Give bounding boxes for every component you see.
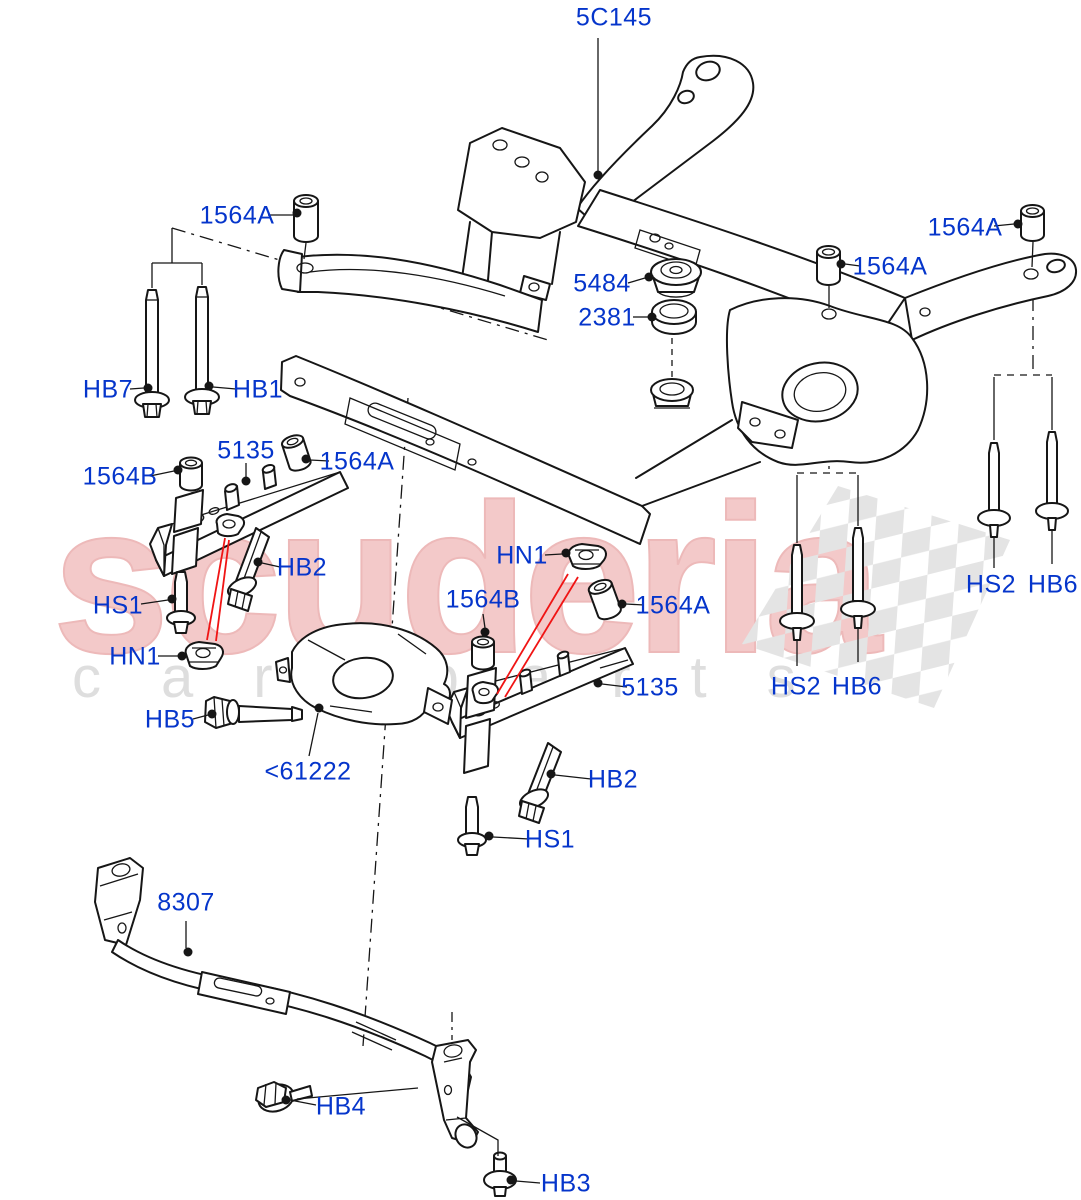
part-label-hb2-left[interactable]: HB2 [276, 553, 328, 582]
part-label-hb7[interactable]: HB7 [82, 375, 134, 404]
part-label-5c145[interactable]: 5C145 [575, 3, 653, 32]
part-label-hn1-right[interactable]: HN1 [496, 541, 548, 570]
part-label-61222[interactable]: <61222 [264, 757, 352, 786]
bracket-61222 [275, 622, 453, 726]
part-label-1564a-top-left[interactable]: 1564A [199, 201, 275, 230]
stud-hs1-right [457, 796, 487, 856]
mount-5484 [650, 258, 702, 298]
installed-mount [650, 378, 694, 409]
subframe-crossmember [277, 54, 1078, 545]
part-label-hb1[interactable]: HB1 [232, 375, 284, 404]
bolt-hb2-left [226, 527, 270, 612]
bolt-hb3 [483, 1151, 517, 1197]
bushing-1564a-far-right [1020, 204, 1045, 268]
clip-hn1-left [184, 641, 224, 670]
part-label-hs1-left[interactable]: HS1 [92, 591, 144, 620]
part-label-hn1-left[interactable]: HN1 [109, 642, 161, 671]
bolt-hb5 [204, 696, 303, 729]
stud-hb6-far [1035, 431, 1069, 564]
part-label-hb6-near[interactable]: HB6 [831, 672, 883, 701]
bushing-1564a-top-left [293, 194, 319, 260]
part-label-hb4[interactable]: HB4 [315, 1092, 367, 1121]
stud-hs2-near [779, 544, 815, 666]
part-label-1564a-left[interactable]: 1564A [319, 447, 395, 476]
part-label-hb6-far[interactable]: HB6 [1027, 570, 1079, 599]
part-label-hs2-far[interactable]: HS2 [965, 570, 1017, 599]
part-label-5484[interactable]: 5484 [573, 269, 631, 298]
clip-hn1-right [567, 543, 607, 570]
part-label-hb5[interactable]: HB5 [144, 705, 196, 734]
part-label-5135-left[interactable]: 5135 [217, 436, 275, 465]
part-label-8307[interactable]: 8307 [157, 888, 215, 917]
ring-2381 [651, 299, 697, 335]
bolt-hb2-right [518, 742, 562, 824]
clip-on-plate-center [471, 681, 500, 705]
stabilizer-bar-8307 [94, 857, 479, 1149]
bolt-hb7 [134, 289, 170, 418]
part-label-hs1-right[interactable]: HS1 [524, 825, 576, 854]
part-label-1564b-left[interactable]: 1564B [82, 462, 158, 491]
checkered-flag-watermark [742, 486, 1010, 708]
leader-lines [129, 38, 1023, 1185]
stud-hs2-far [977, 442, 1011, 568]
red-leader-lines [206, 537, 579, 698]
stud-hs1-left [166, 571, 196, 634]
part-label-1564b-center[interactable]: 1564B [445, 585, 521, 614]
part-label-hb2-right[interactable]: HB2 [587, 765, 639, 794]
clip-on-rail-left [215, 513, 246, 538]
part-label-1564a-center[interactable]: 1564A [635, 591, 711, 620]
part-label-1564a-far-right[interactable]: 1564A [927, 213, 1003, 242]
stud-hb6-near [840, 527, 876, 662]
part-label-hs2-near[interactable]: HS2 [770, 672, 822, 701]
bracket-5135-left [149, 463, 349, 577]
part-label-2381[interactable]: 2381 [578, 303, 636, 332]
part-label-5135-right[interactable]: 5135 [621, 673, 679, 702]
bracket-5135-center [445, 647, 634, 774]
part-label-hb3[interactable]: HB3 [540, 1169, 592, 1198]
part-label-1564a-right[interactable]: 1564A [852, 252, 928, 281]
bushing-1564a-center [587, 578, 622, 621]
bolt-hb1 [184, 286, 220, 415]
bushing-1564b-center [471, 635, 495, 687]
bushing-1564a-right [816, 245, 841, 320]
